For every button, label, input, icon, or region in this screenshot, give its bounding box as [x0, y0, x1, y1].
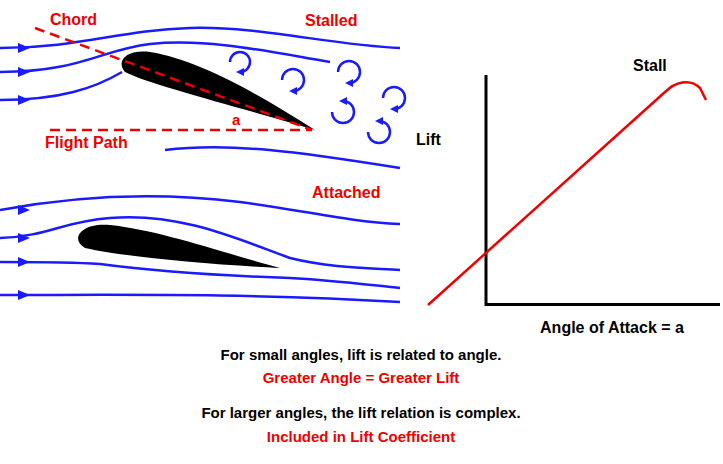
label-anchor: Lift [416, 131, 441, 149]
label-anchor: Stalled [305, 12, 357, 30]
chart-axes [486, 75, 720, 305]
vortex [332, 101, 354, 123]
text-label: a [232, 112, 240, 129]
reference-lines [35, 28, 312, 130]
streamline [0, 28, 400, 48]
label-anchor: Greater Angle = Greater Lift [263, 369, 460, 387]
label-anchor: Angle of Attack = a [540, 319, 684, 337]
text-label: Stall [633, 57, 667, 75]
streamline [165, 147, 400, 168]
flow-arrowhead [18, 43, 30, 53]
flow-arrowhead [18, 67, 30, 77]
text-label: For larger angles, the lift relation is … [201, 405, 520, 422]
vortex [383, 87, 405, 109]
chord-line [35, 28, 312, 130]
label-anchor: For small angles, lift is related to ang… [221, 346, 502, 364]
streamline [0, 295, 400, 302]
label-anchor: Chord [50, 11, 97, 29]
vortices [230, 52, 405, 143]
label-anchor: Included in Lift Coefficient [267, 428, 455, 446]
label-anchor: a [232, 111, 240, 129]
text-label: Attached [312, 184, 380, 202]
label-anchor: Attached [312, 184, 380, 202]
text-label: Lift [416, 131, 441, 149]
text-label: Flight Path [45, 134, 128, 152]
streamline [0, 262, 400, 288]
text-label: Greater Angle = Greater Lift [263, 370, 460, 387]
flow-arrowhead [18, 95, 30, 105]
label-anchor: Stall [633, 57, 667, 75]
airfoil-stalled [122, 52, 315, 130]
text-label: Stalled [305, 12, 357, 30]
vortex [282, 69, 304, 91]
text-label: Chord [50, 11, 97, 29]
attached-streamlines [0, 196, 400, 302]
vortex [230, 52, 250, 72]
text-label: Included in Lift Coefficient [267, 429, 455, 446]
airfoil-attached [78, 225, 280, 268]
vortex [368, 121, 390, 143]
axis [486, 75, 720, 305]
text-label: For small angles, lift is related to ang… [221, 347, 502, 364]
label-anchor: For larger angles, the lift relation is … [201, 404, 520, 422]
text-label: Angle of Attack = a [540, 319, 684, 337]
stalled-streamlines [0, 28, 400, 168]
lift-curve [428, 82, 706, 305]
vortex [338, 61, 360, 83]
flight-path-line [50, 129, 312, 132]
label-anchor: Flight Path [45, 134, 128, 152]
